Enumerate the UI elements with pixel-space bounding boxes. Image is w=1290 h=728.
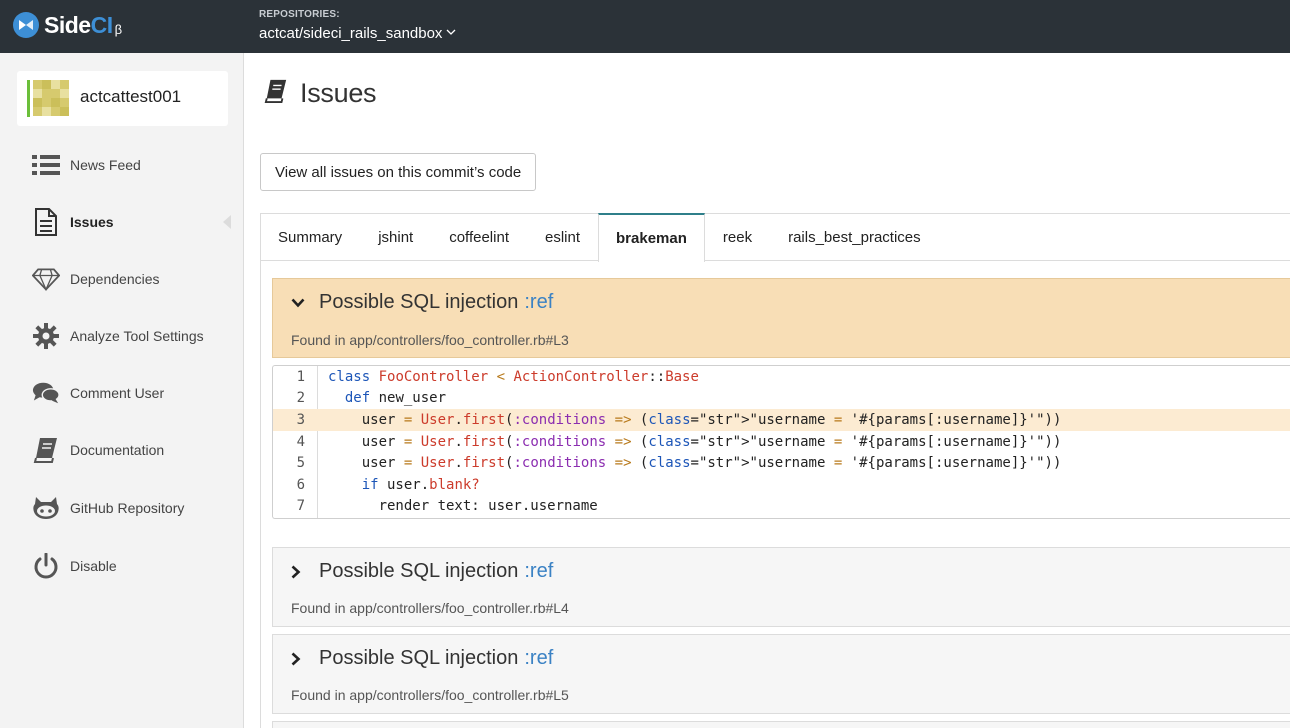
sidebar-item-github-repository[interactable]: GitHub Repository [0, 488, 243, 528]
tab-summary[interactable]: Summary [278, 228, 343, 246]
sidebar-item-analyze-tool-settings[interactable]: Analyze Tool Settings [0, 316, 243, 356]
sidebar: actcattest001 News Feed Issues Dependenc… [0, 53, 244, 728]
line-number: 5 [296, 455, 305, 472]
issue-card[interactable]: Possible SQL injection :ref Found in app… [272, 634, 1290, 714]
view-all-issues-button[interactable]: View all issues on this commit’s code [260, 153, 537, 191]
tab-brakeman[interactable]: brakeman [598, 213, 705, 262]
chevron-down-icon [291, 298, 311, 308]
repository-name: actcat/sideci_rails_sandbox [259, 25, 443, 42]
code-text: user = User.first(:conditions => (class=… [328, 411, 1062, 428]
issue-title: Possible SQL injection [319, 560, 519, 582]
chevron-right-icon [291, 652, 311, 666]
issue-card[interactable]: Possible SQL injection :ref Found in app… [272, 278, 1290, 358]
code-text: if user.blank? [361, 476, 480, 493]
line-number: 6 [296, 476, 305, 493]
tab-eslint[interactable]: eslint [544, 228, 581, 246]
issue-ref-link[interactable]: :ref [524, 647, 554, 669]
code-line: 5 user = User.first(:conditions => (clas… [273, 452, 1290, 474]
code-text: def new_user [344, 390, 447, 407]
active-caret [223, 215, 231, 229]
code-snippet: 1 class FooController < ActionController:… [272, 365, 1290, 519]
logo-beta: β [114, 21, 123, 37]
sidebar-item-label: Dependencies [70, 271, 160, 287]
issue-title: Possible SQL injection [319, 647, 519, 669]
issue-header[interactable]: Possible SQL injection :ref [291, 291, 553, 314]
username: actcattest001 [80, 87, 182, 106]
sidebar-item-dependencies[interactable]: Dependencies [0, 259, 243, 299]
tool-tabs: Summary jshint coffeelint eslint brakema… [260, 213, 939, 262]
sidebar-item-disable[interactable]: Disable [0, 546, 243, 586]
sidebar-item-label: GitHub Repository [70, 500, 185, 516]
issue-location: Found in app/controllers/foo_controller.… [291, 600, 569, 616]
sideci-logo-icon [12, 11, 40, 39]
issue-header[interactable]: Possible SQL injection :ref [291, 647, 553, 670]
code-line: 3 user = User.first(:conditions => (clas… [273, 409, 1290, 431]
code-line: 4 user = User.first(:conditions => (clas… [273, 431, 1290, 453]
top-bar: SideCI β REPOSITORIES: actcat/sideci_rai… [0, 0, 1290, 53]
sidebar-item-label: Issues [70, 214, 114, 230]
line-number: 1 [296, 368, 305, 385]
repository-selector[interactable]: actcat/sideci_rails_sandbox [259, 25, 456, 42]
tabs-divider [260, 260, 1290, 261]
diamond-icon [32, 265, 60, 293]
issue-card[interactable]: Possible SQL injection :ref Found in app… [272, 547, 1290, 627]
line-number: 2 [296, 390, 305, 407]
issue-location: Found in app/controllers/foo_controller.… [291, 687, 569, 703]
chevron-right-icon [291, 565, 311, 579]
logo-text: SideCI [44, 11, 113, 38]
code-line: 6 if user.blank? [273, 474, 1290, 496]
issue-ref-link[interactable]: :ref [524, 291, 554, 313]
book-icon [32, 436, 60, 464]
line-number: 7 [296, 498, 305, 515]
sidebar-item-label: Disable [70, 558, 117, 574]
code-text: user = User.first(:conditions => (class=… [328, 455, 1062, 472]
page-title: Issues [264, 78, 377, 109]
page-title-text: Issues [300, 78, 377, 108]
line-number: 3 [296, 411, 305, 428]
line-number: 4 [296, 433, 305, 450]
tabs-panel [260, 213, 1290, 728]
file-text-icon [32, 208, 60, 236]
tab-coffeelint[interactable]: coffeelint [449, 228, 509, 246]
tab-rails-best-practices[interactable]: rails_best_practices [788, 228, 921, 246]
issue-title: Possible SQL injection [319, 291, 519, 313]
tab-reek[interactable]: reek [722, 228, 753, 246]
issue-header[interactable]: Possible SQL injection :ref [291, 560, 553, 583]
code-gutter-border [317, 366, 318, 518]
code-text: render text: user.username [328, 498, 598, 515]
github-icon [32, 494, 60, 522]
issue-ref-link[interactable]: :ref [524, 560, 554, 582]
issue-location: Found in app/controllers/foo_controller.… [291, 332, 569, 348]
sidebar-item-label: Analyze Tool Settings [70, 328, 204, 344]
gear-icon [32, 322, 60, 350]
book-icon [264, 78, 288, 109]
code-text: user = User.first(:conditions => (class=… [328, 433, 1062, 450]
code-line: 1 class FooController < ActionController:… [273, 366, 1290, 388]
sidebar-item-label: News Feed [70, 157, 141, 173]
sidebar-item-label: Comment User [70, 385, 165, 401]
comments-icon [32, 379, 60, 407]
repositories-label: REPOSITORIES: [259, 9, 340, 20]
issue-card[interactable] [272, 721, 1290, 728]
user-status-bar [27, 80, 30, 117]
avatar [33, 80, 70, 117]
code-line: 7 render text: user.username [273, 496, 1290, 518]
chevron-down-icon [446, 28, 456, 39]
list-icon [32, 151, 60, 179]
power-icon [32, 552, 60, 580]
code-text: class FooController < ActionController::… [328, 368, 699, 385]
sidebar-item-issues[interactable]: Issues [0, 202, 243, 242]
sidebar-item-documentation[interactable]: Documentation [0, 430, 243, 470]
sidebar-item-news-feed[interactable]: News Feed [0, 145, 243, 185]
sidebar-item-comment-user[interactable]: Comment User [0, 373, 243, 413]
sidebar-item-label: Documentation [70, 442, 165, 458]
code-line: 2 def new_user [273, 388, 1290, 410]
tab-jshint[interactable]: jshint [378, 228, 414, 246]
user-card[interactable]: actcattest001 [17, 71, 228, 126]
sideci-logo[interactable]: SideCI β [12, 11, 122, 39]
